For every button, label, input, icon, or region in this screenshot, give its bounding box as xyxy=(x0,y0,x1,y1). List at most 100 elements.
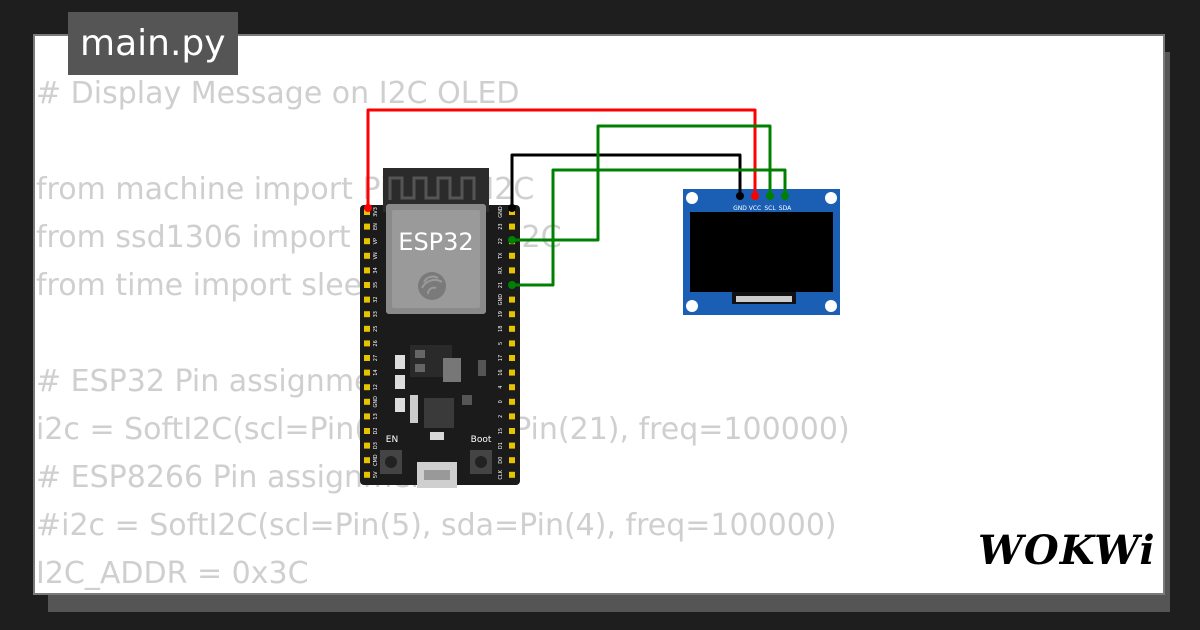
esp32-pin-right-15[interactable] xyxy=(509,428,515,434)
esp32-pin-left-14[interactable] xyxy=(364,369,370,376)
esp32-pin-label: 23 xyxy=(498,223,504,229)
wires xyxy=(366,108,787,287)
esp32-pin-label: GND xyxy=(373,396,379,408)
esp32-pin-right-23[interactable] xyxy=(509,223,515,230)
esp32-pin-left-34[interactable] xyxy=(364,267,370,274)
esp32-pin-label: 5V xyxy=(373,471,379,478)
esp32-pin-label: D1 xyxy=(498,442,504,449)
esp32-pin-label: 17 xyxy=(498,355,504,361)
oled-screen xyxy=(690,212,833,292)
esp32-pin-right-19[interactable] xyxy=(509,311,515,318)
esp32-pin-left-33[interactable] xyxy=(364,311,370,318)
esp32-pin-left-27[interactable] xyxy=(364,355,370,361)
esp32-board[interactable]: ESP32 EN Boot xyxy=(360,168,520,488)
code-line: I2C_ADDR = 0x3C xyxy=(36,556,309,591)
esp32-pin-label: GND xyxy=(498,294,504,306)
esp32-pin-right-18[interactable] xyxy=(509,325,515,332)
esp32-pin-left-35[interactable] xyxy=(364,282,370,288)
esp32-pin-label: EN xyxy=(373,223,379,230)
esp32-pin-right-16[interactable] xyxy=(509,369,515,376)
esp32-pin-left-GND[interactable] xyxy=(364,398,370,405)
wire-sda xyxy=(512,168,787,287)
esp32-pin-label: 4 xyxy=(498,386,504,389)
esp32-pin-label: 22 xyxy=(498,238,504,244)
oled-pin-label-scl: SCL xyxy=(764,205,776,212)
esp32-pin-right-CLK[interactable] xyxy=(509,471,515,478)
esp32-pin-label: 19 xyxy=(498,311,504,317)
esp32-pin-label: 33 xyxy=(373,311,379,317)
esp32-pin-label: 35 xyxy=(373,282,379,288)
code-line: #i2c = SoftI2C(scl=Pin(5), sda=Pin(4), f… xyxy=(36,508,837,543)
esp32-pin-left-3V3[interactable] xyxy=(364,209,370,215)
esp32-pin-label: RX xyxy=(498,266,504,273)
esp32-pin-label: VP xyxy=(373,238,379,244)
code-line: i2c = SoftI2C(scl=Pin(22), sda=Pin(21), … xyxy=(36,412,850,447)
esp32-pin-label: CLK xyxy=(498,469,504,479)
wire-endpoints xyxy=(364,192,789,289)
esp32-pin-label: 2 xyxy=(498,415,504,418)
esp32-pin-left-VP[interactable] xyxy=(364,238,370,245)
esp32-pin-label: 18 xyxy=(498,326,504,332)
oled-pin-label-gnd: GND xyxy=(733,205,747,212)
esp32-pin-label: GND xyxy=(498,206,504,218)
esp32-pin-right-2[interactable] xyxy=(509,413,515,420)
esp32-pin-right-GND[interactable] xyxy=(509,296,515,303)
espressif-logo-icon xyxy=(418,272,446,300)
wire-gnd xyxy=(510,153,742,208)
oled-pin-label-sda: SDA xyxy=(779,205,792,212)
esp32-pin-left-32[interactable] xyxy=(364,296,370,303)
esp32-pin-label: TX xyxy=(498,252,504,260)
esp32-pin-right-D1[interactable] xyxy=(509,442,515,449)
wire-scl xyxy=(512,124,772,242)
esp32-pin-label: 12 xyxy=(373,384,379,390)
esp32-pin-label: 14 xyxy=(373,369,379,375)
esp32-pin-left-D2[interactable] xyxy=(364,428,370,434)
esp32-pin-left-CMD[interactable] xyxy=(364,457,370,464)
esp32-pin-left-26[interactable] xyxy=(364,340,370,347)
esp32-pin-label: 26 xyxy=(373,340,379,346)
esp32-pin-label: 3V3 xyxy=(373,207,379,217)
esp32-pin-right-TX[interactable] xyxy=(509,252,515,259)
esp32-pin-left-5V[interactable] xyxy=(364,471,370,478)
esp32-pin-right-4[interactable] xyxy=(509,384,515,391)
code-line: # Display Message on I2C OLED xyxy=(36,76,520,111)
esp32-pin-label: 27 xyxy=(373,355,379,361)
esp32-pin-label: 32 xyxy=(373,296,379,302)
esp32-label: ESP32 xyxy=(398,228,473,256)
esp32-pin-label: 25 xyxy=(373,326,379,332)
oled-display[interactable] xyxy=(683,189,840,315)
esp32-pin-label: 16 xyxy=(498,369,504,375)
esp32-pin-label: 21 xyxy=(498,282,504,288)
esp32-pin-right-D0[interactable] xyxy=(509,457,515,464)
esp32-pin-label: 0 xyxy=(498,400,504,403)
esp32-pin-right-5[interactable] xyxy=(509,340,515,347)
esp32-pin-label: D3 xyxy=(373,442,379,449)
esp32-pin-left-13[interactable] xyxy=(364,413,370,420)
file-tab[interactable]: main.py xyxy=(68,12,238,75)
esp32-pin-right-RX[interactable] xyxy=(509,267,515,274)
esp32-pin-left-VN[interactable] xyxy=(364,252,370,259)
en-label: EN xyxy=(386,435,398,445)
esp32-pin-label: D2 xyxy=(373,427,379,434)
esp32-pin-label: 13 xyxy=(373,413,379,419)
esp32-pin-label: VN xyxy=(373,252,379,259)
esp32-pin-label: D0 xyxy=(498,457,504,464)
wokwi-logo-text: WOKWi xyxy=(978,527,1156,574)
code-line: # ESP32 Pin assignment xyxy=(36,364,404,399)
esp32-pin-label: 5 xyxy=(498,342,504,345)
esp32-pin-left-D3[interactable] xyxy=(364,442,370,449)
esp32-pin-left-25[interactable] xyxy=(364,325,370,332)
boot-label: Boot xyxy=(471,435,492,445)
esp32-pin-left-EN[interactable] xyxy=(364,223,370,230)
esp32-pin-label: CMD xyxy=(373,454,379,466)
esp32-pin-right-17[interactable] xyxy=(509,355,515,361)
esp32-pin-label: 34 xyxy=(373,267,379,273)
esp32-pin-right-0[interactable] xyxy=(509,398,515,405)
wire-vcc xyxy=(366,108,757,208)
oled-pin-label-vcc: VCC xyxy=(749,205,761,212)
esp32-pin-label: 15 xyxy=(498,428,504,434)
esp32-pin-left-12[interactable] xyxy=(364,384,370,391)
wokwi-logo: WOKWi xyxy=(978,525,1156,577)
